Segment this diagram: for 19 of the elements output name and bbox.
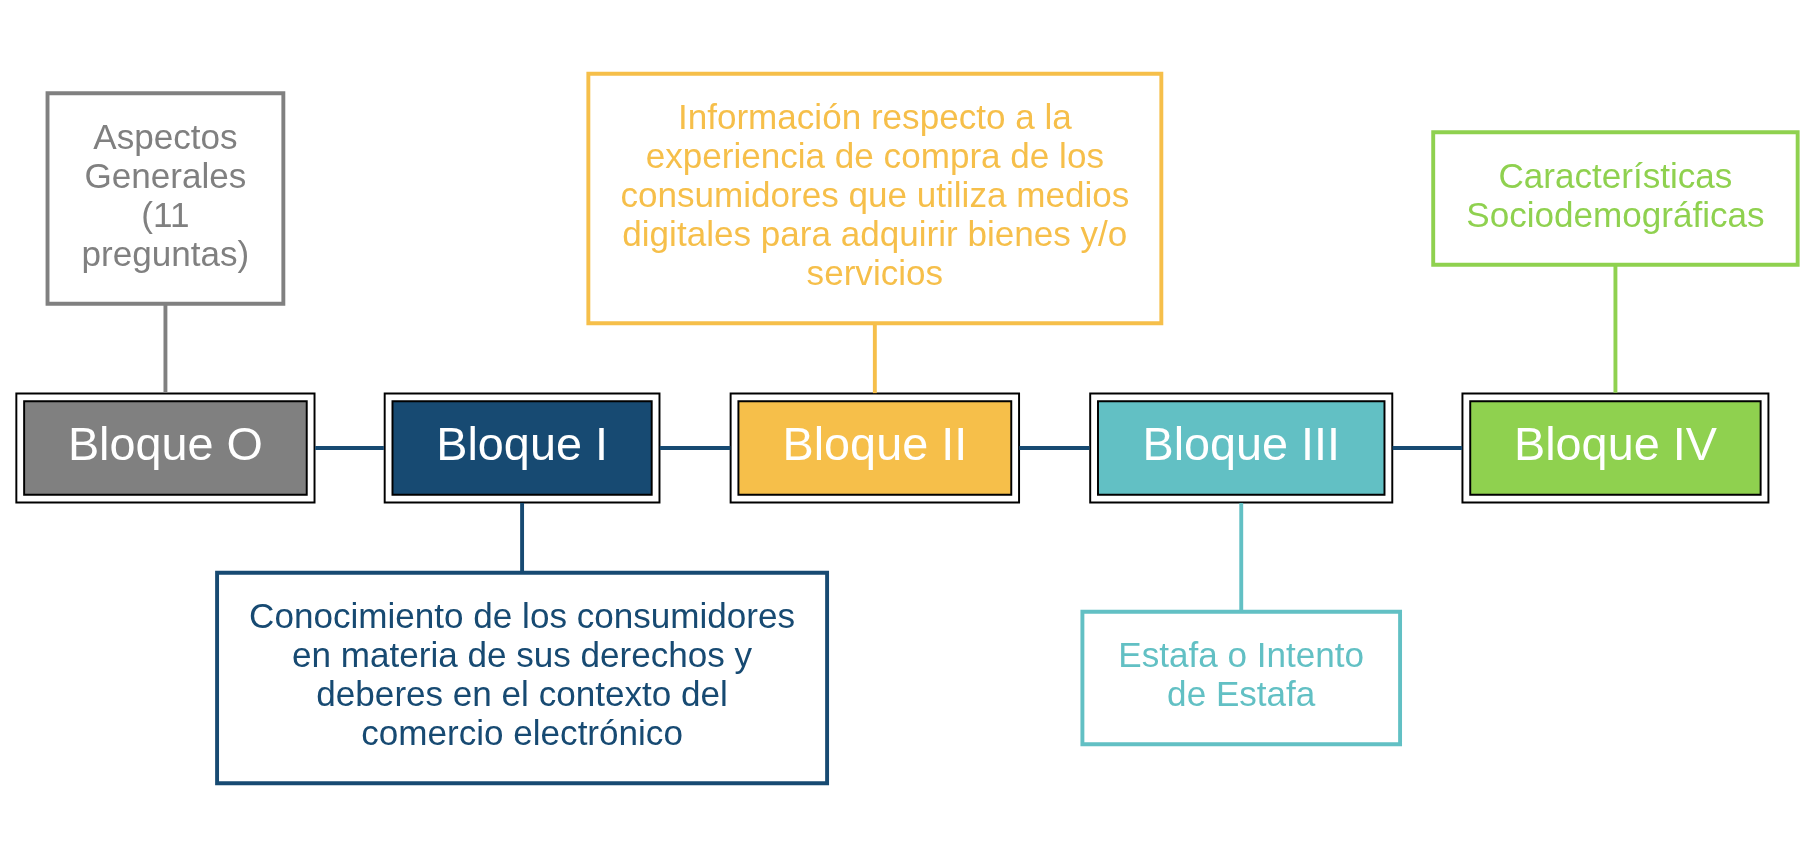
node-box: Información respecto a la experiencia de compra de los consumidores que utiliza medios digitales para adquirir bienes y/o servicios xyxy=(586,71,1164,325)
node-box: Conocimiento de los consumidores en materia de sus derechos y deberes en el contexto del comercio electrónico xyxy=(215,570,830,785)
connector xyxy=(1239,502,1244,611)
node-box: Estafa o Intento de Estafa xyxy=(1080,609,1403,746)
node-box: Características Sociodemográficas xyxy=(1431,129,1800,267)
node-box: Bloque I xyxy=(383,391,661,504)
connector xyxy=(1613,264,1618,393)
connector xyxy=(872,323,877,393)
connector xyxy=(1392,445,1463,450)
connector xyxy=(1019,445,1090,450)
node-box: Bloque II xyxy=(729,391,1021,504)
node-box: Aspectos Generales (11 preguntas) xyxy=(45,90,286,306)
node-box: Bloque III xyxy=(1089,391,1394,504)
connector xyxy=(163,303,168,393)
connector xyxy=(659,445,731,450)
connector xyxy=(315,445,384,450)
connector xyxy=(520,502,525,573)
node-box: Bloque IV xyxy=(1461,391,1770,504)
node-box: Bloque O xyxy=(15,391,316,504)
